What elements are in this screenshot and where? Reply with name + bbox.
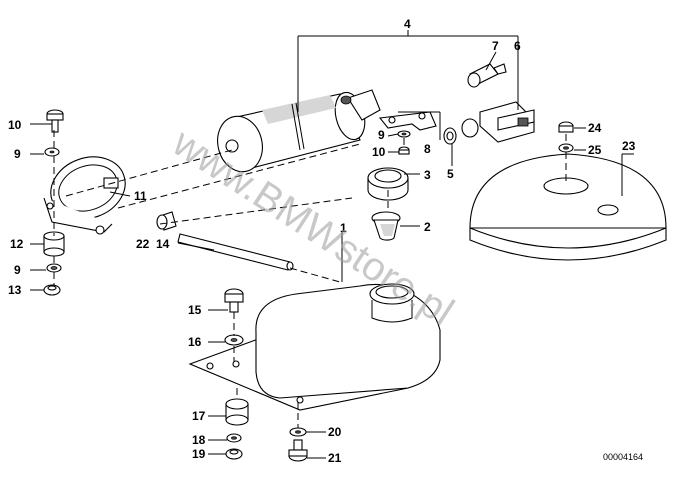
hose-end-part-22 [156,211,177,231]
bolt-part-21 [288,439,308,462]
washer-9-left [44,147,60,157]
nut-part-13 [43,284,61,296]
callout-10-center: 10 [372,145,386,159]
washer-part-16 [224,334,244,346]
cover-dome-part-23 [469,153,667,261]
assembly-lines [30,30,634,459]
bracket-part-8 [378,111,437,131]
reservoir-tank [188,283,441,411]
nut-part-24 [558,121,574,133]
bolt-part-15 [224,288,244,313]
callout-8: 8 [424,142,431,156]
callout-12: 12 [10,237,24,251]
callout-18: 18 [192,433,206,447]
callout-25: 25 [588,143,602,157]
switch-part-6 [461,101,535,143]
washer-part-5 [443,127,457,145]
bolt-10-center [398,146,410,155]
filter-canister [217,89,381,173]
callout-2: 2 [424,220,431,234]
callout-21: 21 [328,451,342,465]
callout-9-center: 9 [378,128,385,142]
callout-17: 17 [192,409,206,423]
callout-11: 11 [134,189,147,203]
strainer-part-2 [371,211,401,241]
washer-9-center [397,130,411,138]
washer-9-lower [46,263,62,273]
callout-19: 19 [192,447,206,461]
nut-part-19 [225,448,243,460]
callout-14: 14 [156,237,170,251]
callout-15: 15 [188,303,202,317]
callout-24: 24 [588,121,602,135]
washer-part-18 [226,433,242,443]
washer-part-25 [558,143,574,153]
callout-3: 3 [424,168,431,182]
diagram-reference-code: 00004164 [603,452,643,462]
cap-part-3 [367,167,409,201]
callout-5: 5 [447,167,454,181]
callout-22: 22 [136,237,150,251]
tube-part-14 [177,233,294,271]
bolt-10-left [46,109,64,133]
rubber-mount-17 [225,398,249,426]
callout-6: 6 [514,39,521,53]
callout-4: 4 [404,17,411,31]
callout-9-lower: 9 [14,263,21,277]
rubber-mount-12 [43,231,65,257]
callout-16: 16 [188,335,202,349]
callout-1: 1 [340,221,347,235]
washer-part-20 [289,427,307,437]
callout-9-left: 9 [14,147,21,161]
clamp-part-11 [43,156,126,235]
callout-7: 7 [492,39,499,53]
callout-13: 13 [8,283,22,297]
sensor-part-7 [467,63,507,88]
callout-23: 23 [622,139,636,153]
callout-20: 20 [328,425,342,439]
callout-10-left: 10 [8,118,22,132]
